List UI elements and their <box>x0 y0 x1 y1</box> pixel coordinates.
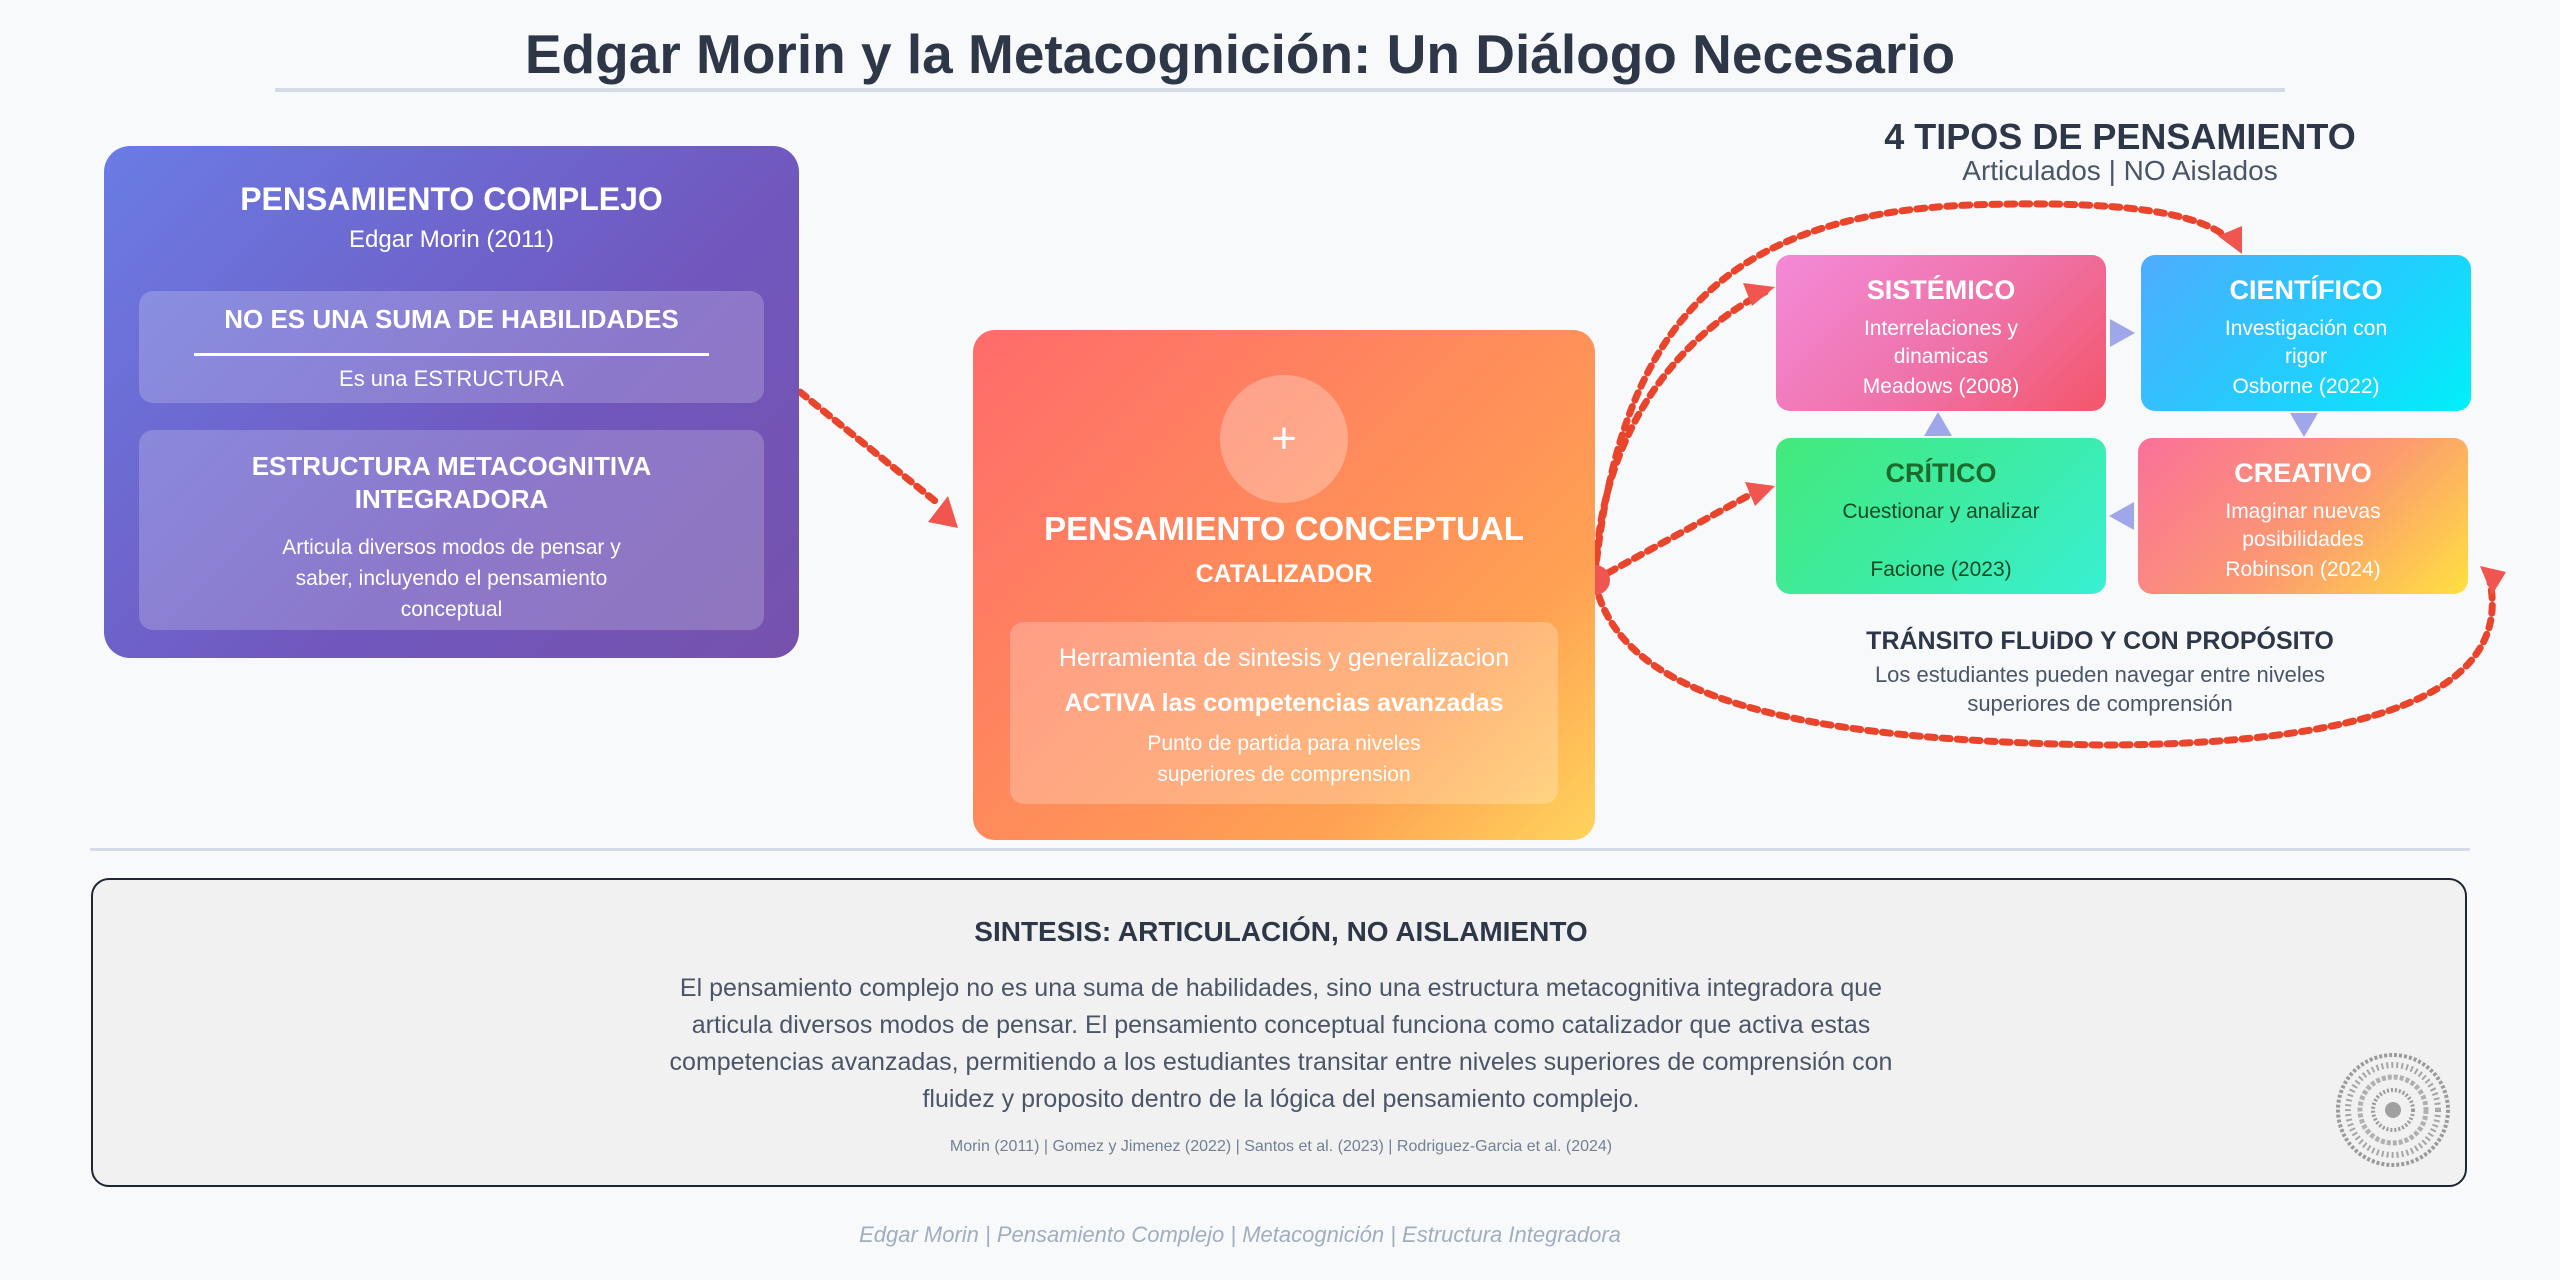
plus-icon: + <box>1220 375 1348 503</box>
arrowhead-center <box>928 496 958 528</box>
type-description: Cuestionar y analizar <box>1842 500 2040 523</box>
type-title: SISTÉMICO <box>1866 275 2016 305</box>
card-subtitle: Edgar Morin (2011) <box>349 226 554 253</box>
type-card-creativo: CREATIVO Imaginar nuevas posibilidades R… <box>2138 438 2468 594</box>
catalyst-detail-box: Herramienta de sintesis y generalizacion… <box>1010 622 1558 804</box>
arrowhead-sistemico <box>1743 283 1775 306</box>
flow-title: TRÁNSITO FLUiDO Y CON PROPÓSITO <box>1866 627 2334 655</box>
card-subtitle: CATALIZADOR <box>1195 560 1373 588</box>
metacognitive-structure-box: ESTRUCTURA METACOGNITIVA INTEGRADORA Art… <box>139 430 764 630</box>
not-sum-box: NO ES UNA SUMA DE HABILIDADES Es una EST… <box>139 291 764 403</box>
type-title: CREATIVO <box>2234 458 2372 488</box>
arrow-center-to-critico <box>1591 488 1759 584</box>
page-title: Edgar Morin y la Metacognición: Un Diálo… <box>524 23 1956 85</box>
type-card-critico: CRÍTICO Cuestionar y analizar Facione (2… <box>1776 438 2106 594</box>
types-title: 4 TIPOS DE PENSAMIENTO <box>1884 116 2356 157</box>
box-title: ESTRUCTURA METACOGNITIVA INTEGRADORA <box>251 451 652 514</box>
type-description: Investigación con rigor <box>2224 317 2388 368</box>
type-citation: Meadows (2008) <box>1862 375 2020 398</box>
flow-text: Los estudiantes pueden navegar entre niv… <box>1874 662 2326 716</box>
connector-cri-sis <box>1924 412 1952 436</box>
synthesis-text: El pensamiento complejo no es una suma d… <box>669 974 1893 1113</box>
synthesis-citations: Morin (2011) | Gomez y Jimenez (2022) | … <box>949 1138 1613 1155</box>
synthesis-title: SINTESIS: ARTICULACIÓN, NO AISLAMIENTO <box>974 916 1588 947</box>
type-citation: Facione (2023) <box>1870 558 2012 581</box>
arrow-left-to-center <box>796 388 944 509</box>
title-underline <box>275 88 2285 92</box>
card-title: PENSAMIENTO COMPLEJO <box>240 181 663 217</box>
detail-line-emphasis: ACTIVA las competencias avanzadas <box>1064 689 1504 717</box>
connector-sis-cie <box>2110 319 2135 347</box>
connector-cre-cri <box>2109 502 2134 530</box>
footer-text: Edgar Morin | Pensamiento Complejo | Met… <box>859 1222 1621 1247</box>
connector-cie-cre <box>2290 413 2318 437</box>
type-citation: Robinson (2024) <box>2225 558 2381 581</box>
arrowhead-creativo <box>2480 566 2506 595</box>
arrowhead-cientifico <box>2218 226 2242 254</box>
types-subtitle: Articulados | NO Aislados <box>1962 155 2278 186</box>
arrow-center-to-sistemico-top <box>1591 288 1769 584</box>
card-title: PENSAMIENTO CONCEPTUAL <box>1044 510 1524 547</box>
detail-line: Punto de partida para niveles superiores… <box>1147 732 1421 786</box>
type-citation: Osborne (2022) <box>2232 375 2380 398</box>
box-text: Articula diversos modos de pensar y sabe… <box>282 536 621 621</box>
type-card-sistemico: SISTÉMICO Interrelaciones y dinamicas Me… <box>1776 255 2106 411</box>
conceptual-thinking-card: + PENSAMIENTO CONCEPTUAL CATALIZADOR Her… <box>973 330 1595 840</box>
box-text: Es una ESTRUCTURA <box>339 366 564 391</box>
section-divider <box>90 848 2470 851</box>
seal-icon <box>2336 1053 2450 1167</box>
type-description: Imaginar nuevas posibilidades <box>2225 500 2381 551</box>
box-divider <box>194 353 709 356</box>
detail-line: Herramienta de sintesis y generalizacion <box>1058 644 1510 672</box>
complex-thinking-card: PENSAMIENTO COMPLEJO Edgar Morin (2011) … <box>104 146 799 658</box>
type-title: CRÍTICO <box>1885 458 1997 488</box>
type-title: CIENTÍFICO <box>2229 275 2383 305</box>
arrowhead-critico <box>1745 482 1775 506</box>
box-title: NO ES UNA SUMA DE HABILIDADES <box>224 304 679 334</box>
synthesis-panel: SINTESIS: ARTICULACIÓN, NO AISLAMIENTO E… <box>91 878 2467 1187</box>
type-card-cientifico: CIENTÍFICO Investigación con rigor Osbor… <box>2141 255 2471 411</box>
type-description: Interrelaciones y dinamicas <box>1863 317 2019 368</box>
